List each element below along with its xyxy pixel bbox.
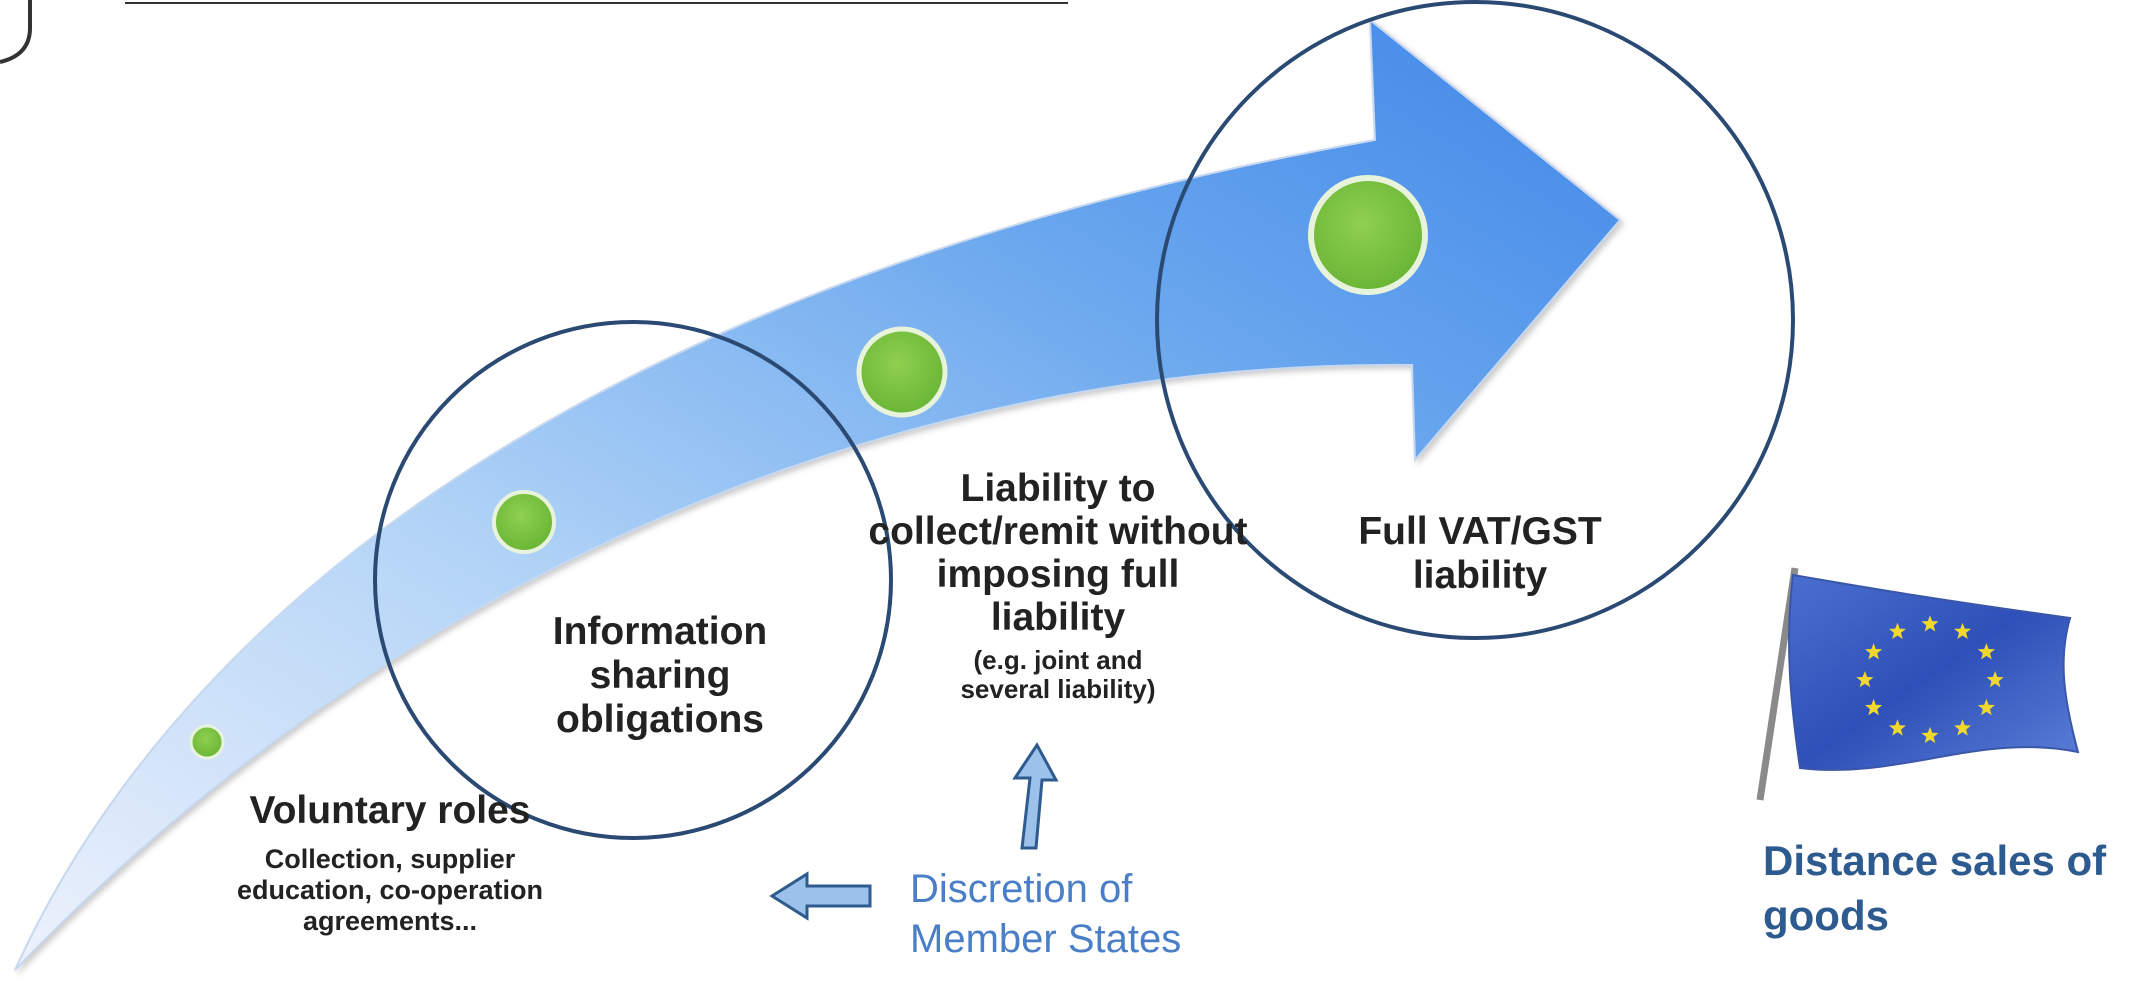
eu-star bbox=[1954, 622, 1972, 639]
liability-collect-title: Liability to collect/remit without impos… bbox=[868, 467, 1248, 639]
stage-dot-liability bbox=[856, 326, 948, 418]
highlight-circle-full-liability bbox=[1155, 0, 1795, 640]
corner-bracket bbox=[0, 0, 32, 64]
discretion-note: Discretion of Member States bbox=[910, 864, 1240, 964]
left-arrow-icon bbox=[769, 871, 872, 921]
eu-star bbox=[1977, 643, 1995, 660]
eu-star bbox=[1921, 615, 1939, 632]
eu-star bbox=[1888, 622, 1906, 639]
eu-flag-icon bbox=[1756, 567, 2080, 801]
full-liability-title: Full VAT/GST liability bbox=[1358, 510, 1602, 597]
voluntary-title: Voluntary roles bbox=[249, 789, 531, 832]
up-arrow-icon bbox=[1012, 742, 1059, 850]
stage-dot-full bbox=[1308, 175, 1428, 295]
stage-label-information: Information sharing obligations bbox=[520, 610, 800, 742]
liability-collect-example: (e.g. joint and several liability) bbox=[960, 644, 1156, 705]
distance-sales-line-2: goods bbox=[1763, 891, 1889, 939]
voluntary-detail: Collection, supplier education, co-opera… bbox=[236, 844, 544, 937]
stage-label-full-liability: Full VAT/GST liability bbox=[1330, 510, 1630, 597]
eu-star bbox=[1954, 719, 1972, 736]
discretion-line-2: Member States bbox=[910, 917, 1182, 961]
stage-dot-voluntary bbox=[189, 724, 225, 760]
eu-star bbox=[1865, 643, 1883, 660]
progress-arrow bbox=[14, 17, 1622, 971]
eu-star bbox=[1856, 671, 1874, 688]
discretion-line-1: Discretion of bbox=[910, 867, 1133, 911]
stage-label-voluntary: Voluntary roles Collection, supplier edu… bbox=[180, 789, 600, 937]
distance-sales-line-1: Distance sales of bbox=[1763, 837, 2107, 884]
information-title: Information sharing obligations bbox=[552, 610, 768, 742]
stage-label-liability-collect: Liability to collect/remit without impos… bbox=[868, 467, 1248, 705]
eu-star bbox=[1865, 698, 1883, 716]
stage-dot-information bbox=[492, 490, 556, 554]
distance-sales-caption: Distance sales of goods bbox=[1763, 834, 2143, 943]
eu-star bbox=[1986, 671, 2004, 688]
eu-star bbox=[1977, 698, 1995, 716]
eu-star bbox=[1888, 719, 1906, 736]
highlight-circle-information bbox=[373, 320, 893, 840]
eu-star bbox=[1921, 726, 1939, 744]
